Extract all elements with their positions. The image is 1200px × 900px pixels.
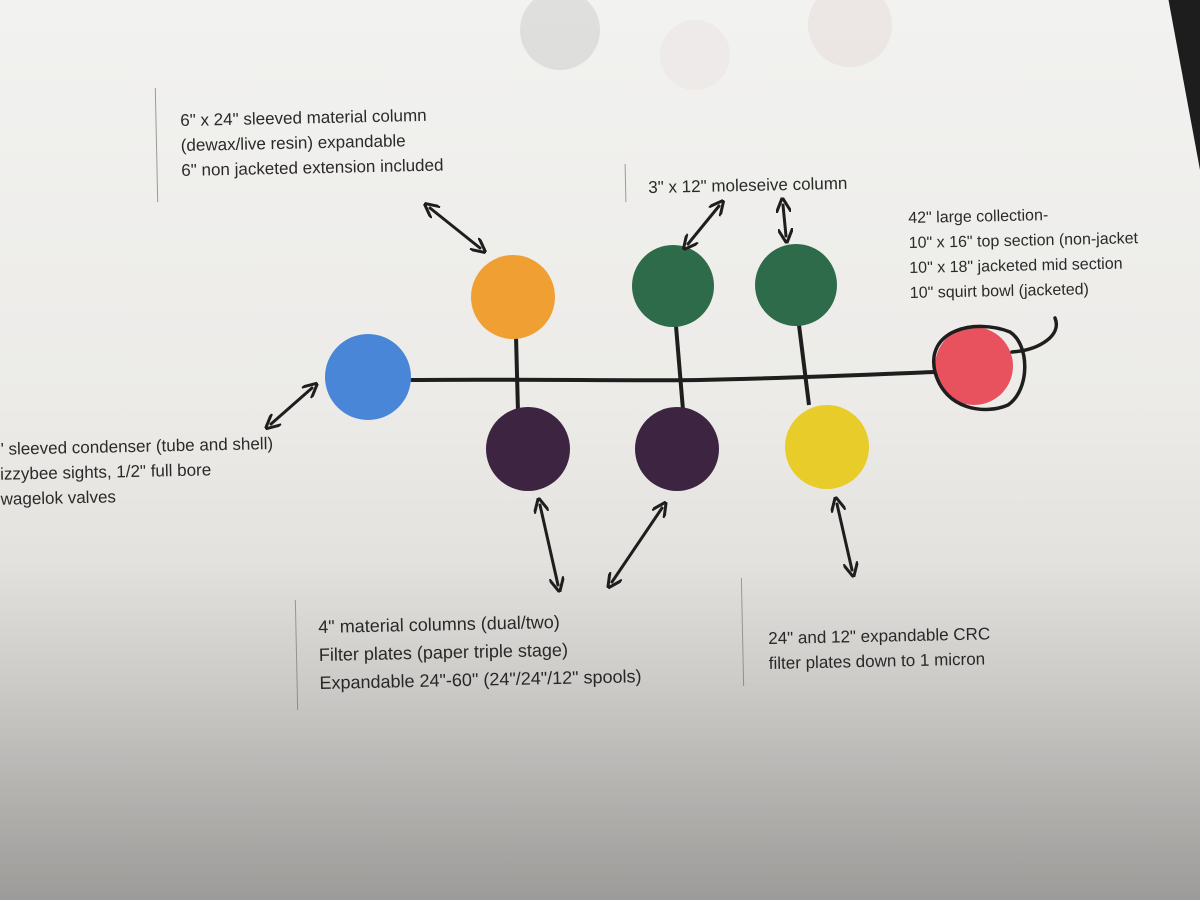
label-line: 10" squirt bowl (jacketed) [909,281,1090,302]
main-pipe [410,370,937,383]
material-column-node-2 [635,407,719,491]
material-column-node-1 [486,407,570,491]
label-material-columns: 4" material columns (dual/two) Filter pl… [318,606,642,697]
crc-node [785,405,869,489]
collection-node [935,327,1013,405]
label-collection: 42" large collection- 10" x 16" top sect… [908,201,1139,306]
label-condenser: 4" sleeved condenser (tube and shell) Bi… [0,431,274,512]
connector-green-1 [674,325,685,411]
condenser-node [325,334,411,420]
arrow-condenser [271,388,312,424]
sleeved-column-node [471,255,555,339]
label-line: 3" x 12" moleseive column [648,173,848,197]
collection-ring [931,316,1059,412]
arrow-moleseive-2 [783,205,786,236]
connector-orange [514,335,520,413]
label-sleeved-column: 6" x 24" sleeved material column (dewax/… [180,103,444,183]
label-line: filter plates down to 1 micron [768,649,986,673]
moleseive-node-1 [632,245,714,327]
label-crc: 24" and 12" expandable CRC filter plates… [768,621,991,676]
arrow-sleeved-column [430,208,480,248]
arrow-moleseive-1 [688,206,719,244]
arrow-material-column-2 [612,508,662,582]
show-through-marks [520,0,892,90]
arrow-crc [837,504,852,570]
connector-green-2 [797,324,811,406]
callout-arrows [271,205,852,585]
arrow-material-column-1 [540,505,558,585]
label-line: 10" x 18" jacketed mid section [909,255,1123,277]
label-moleseive: 3" x 12" moleseive column [648,171,848,200]
moleseive-node-2 [755,244,837,326]
